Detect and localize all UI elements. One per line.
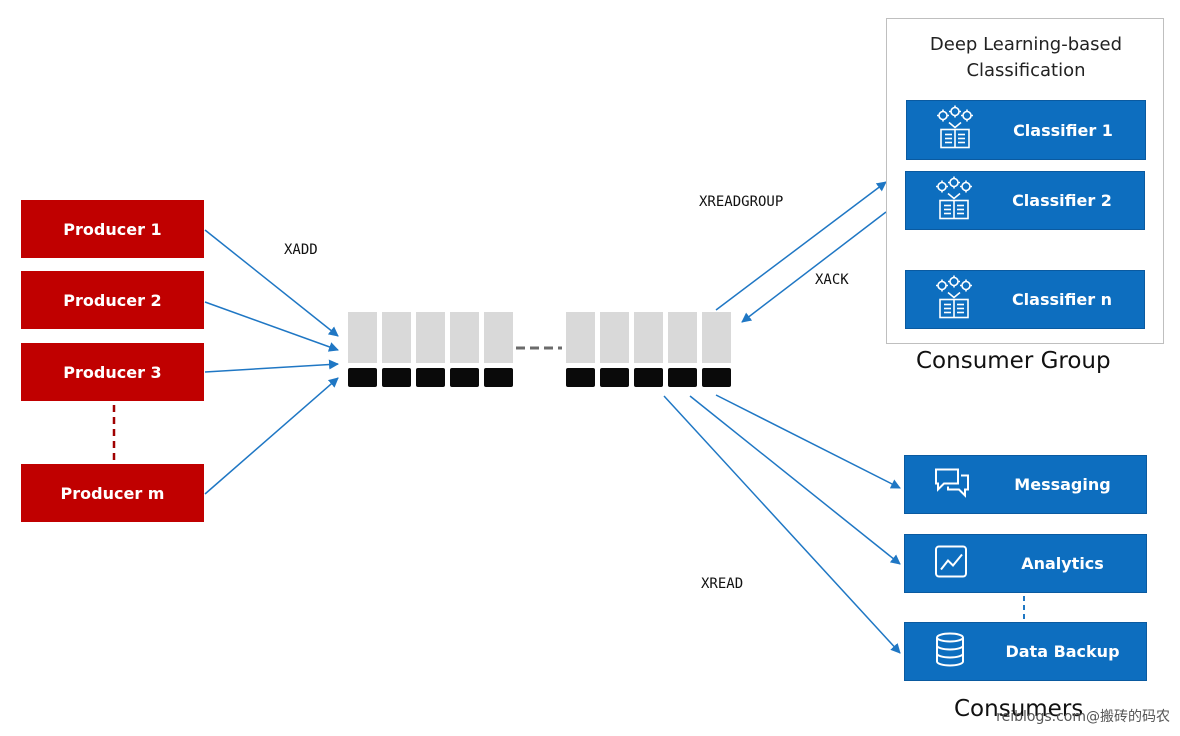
- gears-book-icon: [934, 275, 974, 324]
- stream-entry: [668, 312, 697, 363]
- consumer-analytics: Analytics: [904, 534, 1147, 593]
- chat-bubbles-icon: [933, 465, 971, 504]
- xadd-label: XADD: [284, 242, 318, 258]
- stream-entry: [566, 312, 595, 363]
- arrow-xack: [741, 211, 887, 323]
- gears-book-icon: [934, 176, 974, 225]
- stream-entry-id: [600, 368, 629, 387]
- consumer-group-label: Consumer Group: [916, 348, 1111, 374]
- analytics-label: Analytics: [1021, 554, 1104, 573]
- consumer-messaging: Messaging: [904, 455, 1147, 514]
- stream-entry-id: [668, 368, 697, 387]
- stream-entry: [348, 312, 377, 363]
- data-backup-label: Data Backup: [1005, 642, 1120, 661]
- stream-entry-id: [566, 368, 595, 387]
- stream-entry-id: [382, 368, 411, 387]
- arrow-xread-analytics: [689, 395, 901, 565]
- producer-3-label: Producer 3: [63, 362, 162, 382]
- producer-3: Producer 3: [21, 343, 204, 401]
- xreadgroup-label: XREADGROUP: [699, 194, 784, 210]
- classifier-1: Classifier 1: [906, 100, 1146, 160]
- arrow-producer-1: [204, 229, 339, 337]
- producer-m-label: Producer m: [60, 483, 165, 503]
- producer-1: Producer 1: [21, 200, 204, 258]
- messaging-label: Messaging: [1014, 475, 1111, 494]
- stream-entry-id: [416, 368, 445, 387]
- arrow-xread-messaging: [715, 394, 901, 489]
- stream-entry: [450, 312, 479, 363]
- stream-entry: [702, 312, 731, 363]
- watermark: reiblogs.com@搬砖的码农: [996, 709, 1170, 725]
- consumers-label: Consumers: [954, 696, 1084, 722]
- consumer-data-backup: Data Backup: [904, 622, 1147, 681]
- gears-book-icon: [935, 105, 975, 155]
- stream-entry-id: [484, 368, 513, 387]
- xread-label: XREAD: [701, 576, 744, 592]
- stream-entry: [600, 312, 629, 363]
- stream-entry: [634, 312, 663, 363]
- arrow-xreadgroup: [715, 181, 887, 311]
- arrow-producer-2: [204, 301, 339, 352]
- classifier-n-label: Classifier n: [1011, 290, 1113, 309]
- line-chart-icon: [933, 544, 969, 583]
- stream-entry: [484, 312, 513, 363]
- producer-1-label: Producer 1: [63, 219, 162, 239]
- stream-entry-id: [450, 368, 479, 387]
- stream-entry: [416, 312, 445, 363]
- arrow-producer-m: [204, 377, 339, 495]
- producer-m: Producer m: [21, 464, 204, 522]
- classifier-1-label: Classifier 1: [1013, 120, 1113, 140]
- classifier-n: Classifier n: [905, 270, 1145, 329]
- xack-label: XACK: [815, 272, 849, 288]
- consumer-group-title: Deep Learning-based Classification: [929, 34, 1123, 81]
- stream-entry: [382, 312, 411, 363]
- stream-entry-id: [634, 368, 663, 387]
- database-icon: [933, 631, 967, 672]
- classifier-2-label: Classifier 2: [1012, 191, 1112, 210]
- producer-2: Producer 2: [21, 271, 204, 329]
- arrow-xread-backup: [663, 395, 901, 654]
- producer-2-label: Producer 2: [63, 290, 162, 310]
- arrow-producer-3: [204, 359, 339, 373]
- stream-entry-id: [348, 368, 377, 387]
- classifier-2: Classifier 2: [905, 171, 1145, 230]
- stream-entry-id: [702, 368, 731, 387]
